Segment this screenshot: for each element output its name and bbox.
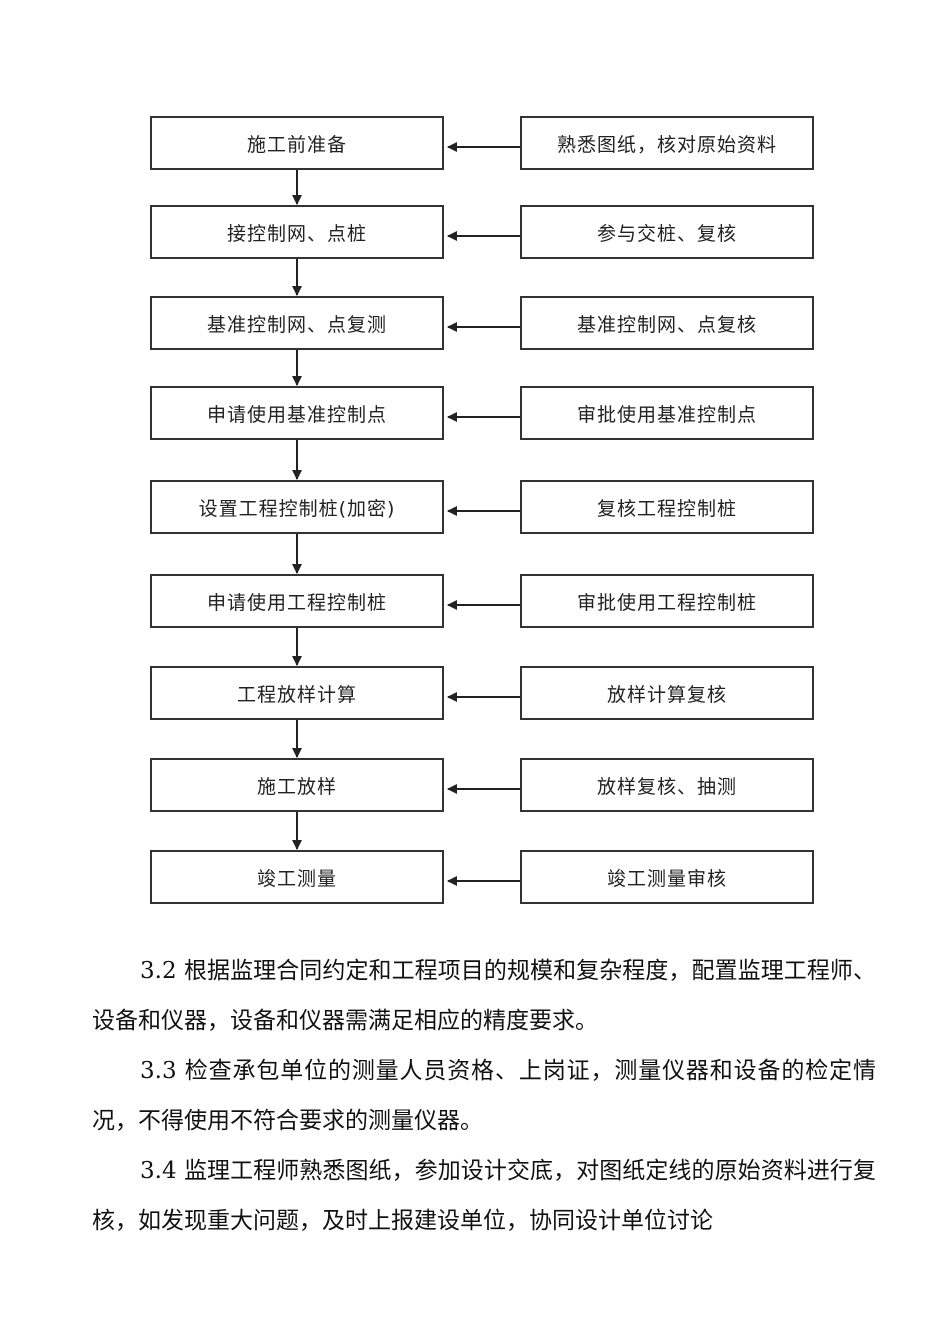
check-9-box: 竣工测量审核 [520, 850, 814, 904]
step-3-box: 基准控制网、点复测 [150, 296, 444, 350]
check-5-box: 复核工程控制桩 [520, 480, 814, 534]
step-2-label: 接控制网、点桩 [226, 222, 367, 245]
check-8-label: 放样复核、抽测 [596, 775, 737, 798]
step-2-box: 接控制网、点桩 [150, 205, 444, 259]
step-8-box: 施工放样 [150, 758, 444, 812]
step-9-box: 竣工测量 [150, 850, 444, 904]
check-7-label: 放样计算复核 [606, 683, 727, 706]
step-9-label: 竣工测量 [256, 867, 337, 890]
step-4-label: 申请使用基准控制点 [206, 403, 387, 426]
check-5-label: 复核工程控制桩 [596, 497, 737, 520]
check-7-box: 放样计算复核 [520, 666, 814, 720]
check-2-label: 参与交桩、复核 [596, 222, 737, 245]
check-8-box: 放样复核、抽测 [520, 758, 814, 812]
check-3-label: 基准控制网、点复核 [576, 313, 757, 336]
check-2-box: 参与交桩、复核 [520, 205, 814, 259]
step-6-label: 申请使用工程控制桩 [206, 591, 387, 614]
paragraph-3-3: 3.3 检查承包单位的测量人员资格、上岗证，测量仪器和设备的检定情况，不得使用不… [92, 1058, 876, 1134]
check-6-box: 审批使用工程控制桩 [520, 574, 814, 628]
step-4-box: 申请使用基准控制点 [150, 386, 444, 440]
step-3-label: 基准控制网、点复测 [206, 313, 387, 336]
step-5-label: 设置工程控制桩(加密) [198, 497, 396, 520]
paragraph-3-4: 3.4 监理工程师熟悉图纸，参加设计交底，对图纸定线的原始资料进行复核，如发现重… [92, 1158, 876, 1234]
paragraph-3-2: 3.2 根据监理合同约定和工程项目的规模和复杂程度，配置监理工程师、设备和仪器，… [92, 958, 876, 1034]
step-1-box: 施工前准备 [150, 116, 444, 170]
check-6-label: 审批使用工程控制桩 [576, 591, 757, 614]
check-9-label: 竣工测量审核 [606, 867, 727, 890]
flowchart: 施工前准备 熟悉图纸，核对原始资料 接控制网、点桩 参与交桩、复核 基准控制网、… [150, 116, 814, 904]
step-1-label: 施工前准备 [246, 133, 347, 156]
check-1-box: 熟悉图纸，核对原始资料 [520, 116, 814, 170]
body-text: 3.2 根据监理合同约定和工程项目的规模和复杂程度，配置监理工程师、设备和仪器，… [92, 946, 876, 1246]
flowchart-connectors [292, 142, 520, 886]
step-8-label: 施工放样 [256, 775, 337, 798]
check-4-box: 审批使用基准控制点 [520, 386, 814, 440]
check-1-label: 熟悉图纸，核对原始资料 [556, 133, 777, 156]
step-6-box: 申请使用工程控制桩 [150, 574, 444, 628]
step-7-box: 工程放样计算 [150, 666, 444, 720]
step-5-box: 设置工程控制桩(加密) [150, 480, 444, 534]
check-4-label: 审批使用基准控制点 [576, 403, 757, 426]
check-3-box: 基准控制网、点复核 [520, 296, 814, 350]
step-7-label: 工程放样计算 [236, 683, 357, 706]
